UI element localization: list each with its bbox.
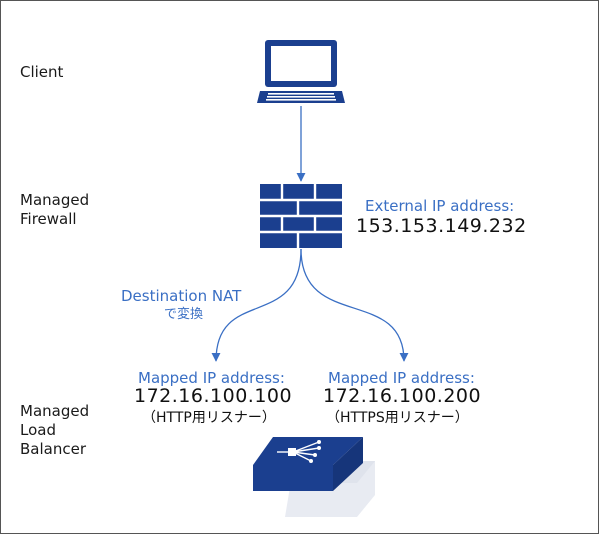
https-mapped-ip: 172.16.100.200 <box>323 385 482 407</box>
firewall-label-line: Firewall <box>20 210 77 228</box>
laptop-icon <box>257 40 345 103</box>
firewall-to-https-arrow <box>300 248 409 362</box>
client-label: Client <box>20 63 64 81</box>
https-mapped-caption: Mapped IP address: <box>328 369 475 387</box>
firewall-label: Managed Firewall <box>20 191 89 229</box>
http-mapped-caption: Mapped IP address: <box>138 369 285 387</box>
https-listener-note: （HTTPS用リスナー） <box>326 410 469 426</box>
http-mapped-ip: 172.16.100.100 <box>134 385 293 407</box>
external-ip-caption: External IP address: <box>365 197 515 215</box>
http-listener-note: （HTTP用リスナー） <box>142 410 276 426</box>
lb-label-line: Managed <box>20 402 90 420</box>
firewall-icon <box>260 184 342 248</box>
lb-label-line: Balancer <box>20 440 86 458</box>
firewall-to-http-arrow <box>211 248 302 362</box>
external-ip-value: 153.153.149.232 <box>356 215 527 237</box>
nat-note: Destination NAT <box>121 287 242 305</box>
firewall-label-line: Managed <box>20 191 90 209</box>
load-balancer-icon <box>253 437 375 517</box>
load-balancer-label: Managed Load Balancer <box>20 402 89 459</box>
nat-note-sub: で変換 <box>164 307 204 322</box>
lb-label-line: Load <box>20 421 56 439</box>
